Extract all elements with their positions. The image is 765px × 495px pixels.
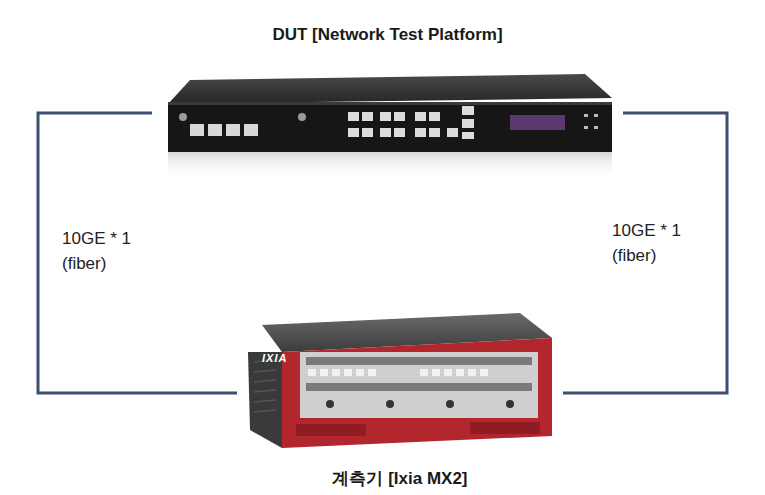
link-label: 10GE * 1 (fiber) (62, 226, 144, 276)
ixia-device (248, 313, 552, 448)
device-node: 계측기 [Ixia MX2] (237, 305, 563, 490)
dut-device (168, 74, 612, 180)
device-title: 계측기 [Ixia MX2] (237, 467, 563, 490)
device-node: DUT [Network Test Platform] (152, 25, 623, 160)
link-label: 10GE * 1 (fiber) (612, 218, 694, 268)
brand-logo: IXIA (262, 352, 287, 364)
device-title: DUT [Network Test Platform] (152, 25, 623, 45)
